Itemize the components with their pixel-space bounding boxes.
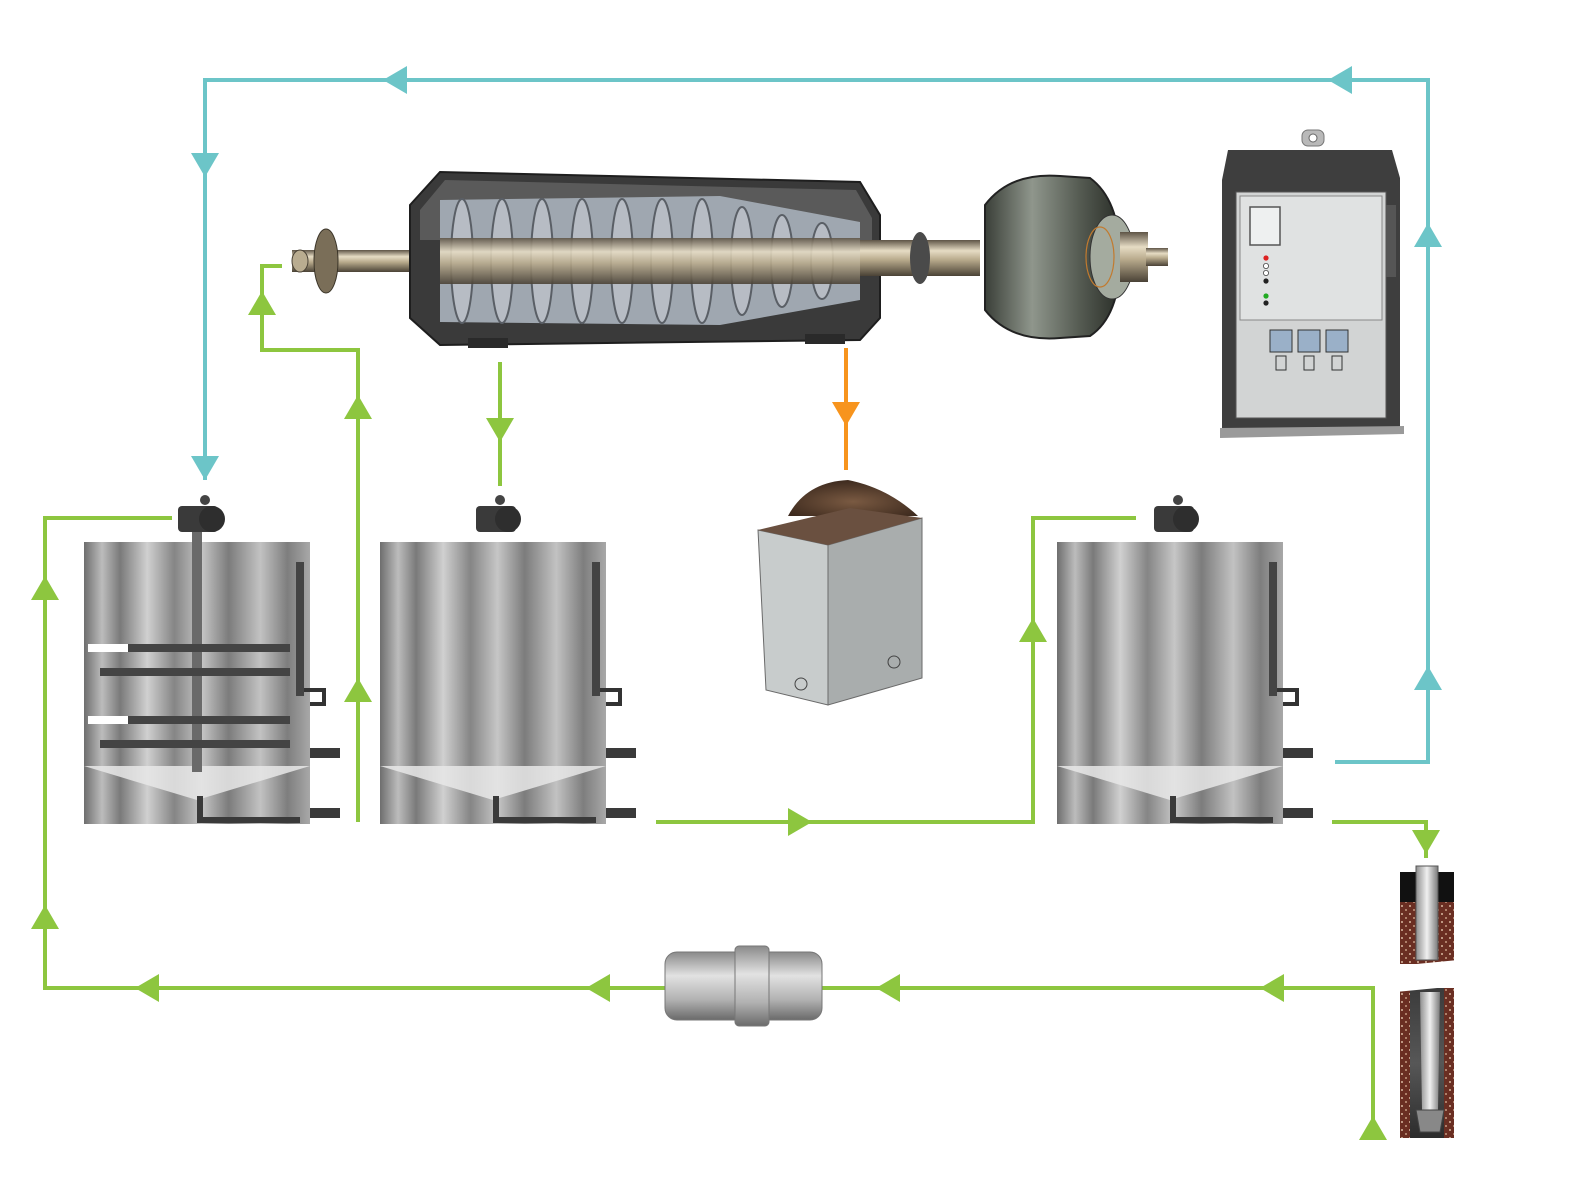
- tank3-to-well-line: [1332, 820, 1428, 858]
- tank-icon: [1057, 495, 1313, 824]
- flow-arrow-left-1: [1328, 66, 1352, 94]
- flow-arrow-down-9: [486, 418, 514, 442]
- flow-arrow-up-8: [344, 678, 372, 702]
- flow-arrow-up-12: [1019, 618, 1047, 642]
- flow-arrow-up-7: [344, 395, 372, 419]
- flow-arrow-up-20: [1359, 1116, 1387, 1140]
- flow-arrow-left-16: [135, 974, 159, 1002]
- tank-icon: [380, 495, 636, 824]
- flow-arrow-up-15: [31, 905, 59, 929]
- return-line: [203, 78, 1430, 764]
- flow-arrow-down-13: [1412, 830, 1440, 854]
- cabinet-switches: [1269, 329, 1349, 371]
- agitator-tank-icon: [84, 495, 340, 824]
- mix-tank-feed-line: [43, 516, 665, 990]
- flow-arrow-down-3: [191, 456, 219, 480]
- flow-arrow-left-0: [383, 66, 407, 94]
- flow-arrow-up-6: [248, 291, 276, 315]
- tank2-to-tank3-line: [656, 516, 1136, 824]
- flow-arrow-left-17: [586, 974, 610, 1002]
- flow-arrow-up-4: [1414, 223, 1442, 247]
- flow-arrow-left-19: [1260, 974, 1284, 1002]
- mix-tank-outlet-line: [260, 264, 360, 822]
- well-pump-line: [822, 986, 1375, 1140]
- flow-arrow-down-2: [191, 153, 219, 177]
- well-casing-icon: [1396, 865, 1458, 1138]
- flow-arrow-right-11: [788, 808, 812, 836]
- filter-icon: [664, 945, 823, 1027]
- solids-bin-icon: [757, 480, 923, 706]
- decanter-centrifuge-icon: [291, 170, 1168, 348]
- flow-arrow-down-10: [832, 402, 860, 426]
- flow-arrow-up-14: [31, 576, 59, 600]
- flow-arrows: [31, 66, 1442, 1140]
- flow-arrow-left-18: [876, 974, 900, 1002]
- control-panel-icon: [1220, 129, 1404, 438]
- flow-arrow-up-5: [1414, 666, 1442, 690]
